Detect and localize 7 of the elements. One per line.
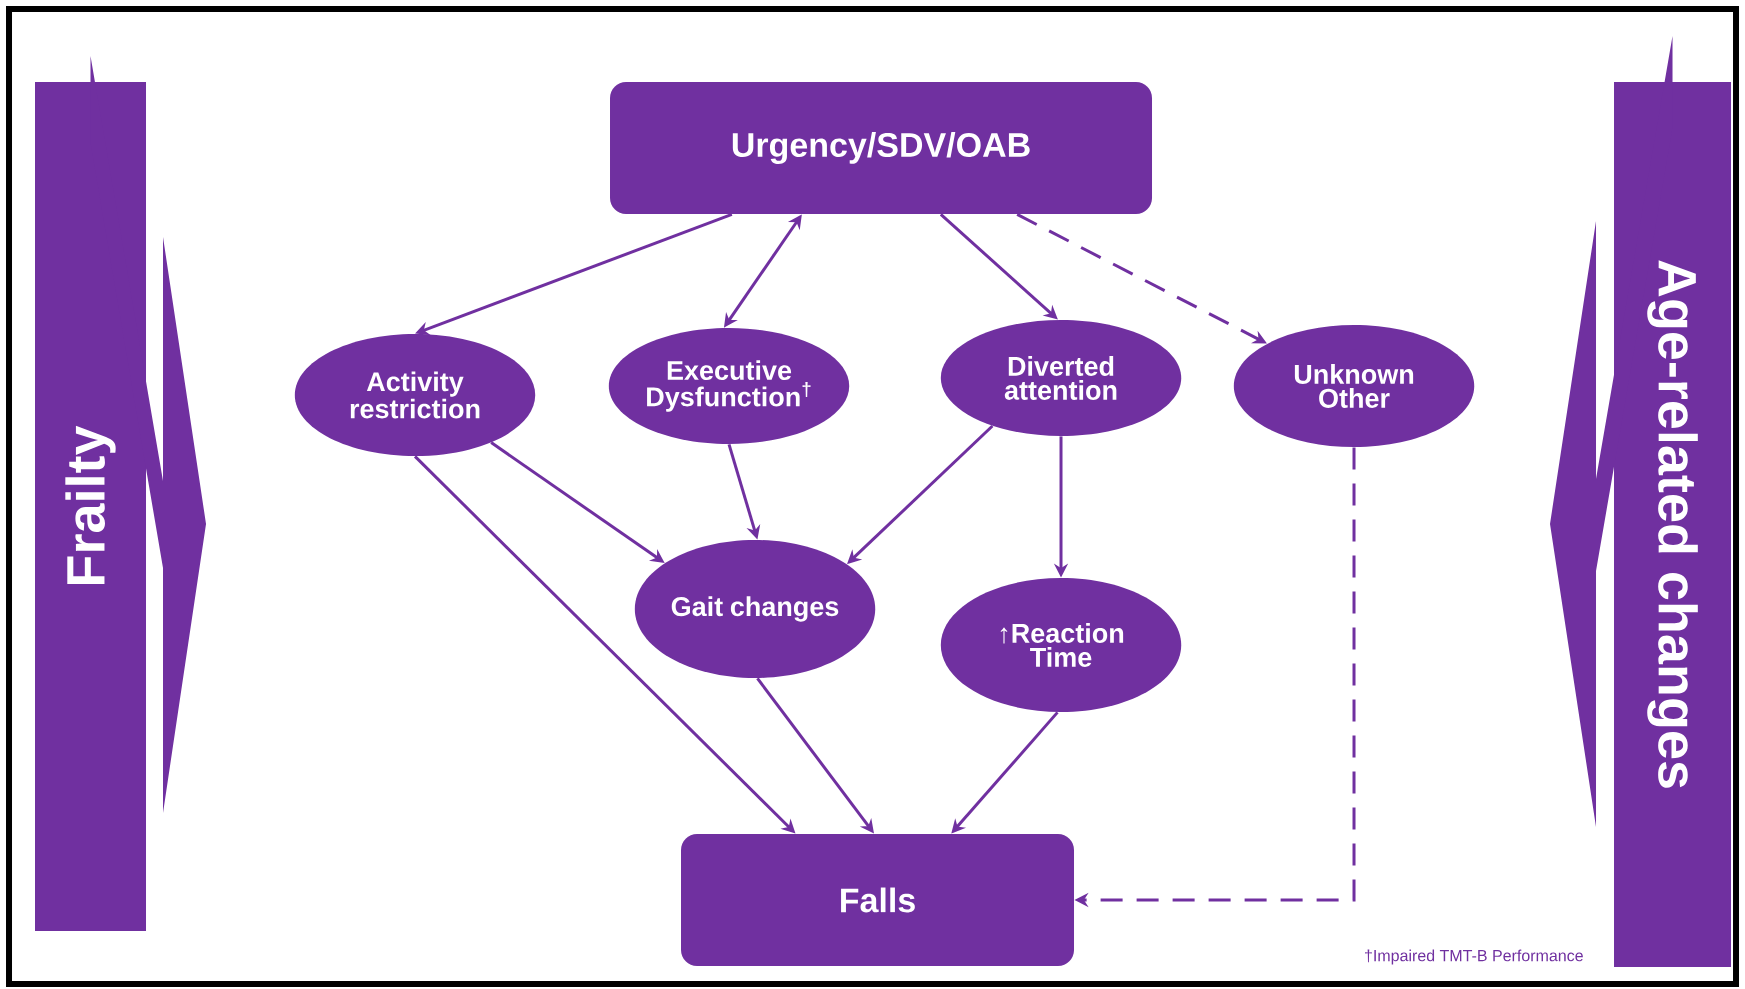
block-arrow: [1550, 36, 1673, 827]
side-band: Frailty: [35, 82, 146, 931]
side-band: Age-related changes: [1614, 82, 1731, 967]
process-box: Falls: [681, 834, 1074, 966]
process-box: Urgency/SDV/OAB: [610, 82, 1152, 214]
footnote: †Impaired TMT-B Performance: [1365, 949, 1583, 965]
arrow: [939, 213, 1058, 320]
